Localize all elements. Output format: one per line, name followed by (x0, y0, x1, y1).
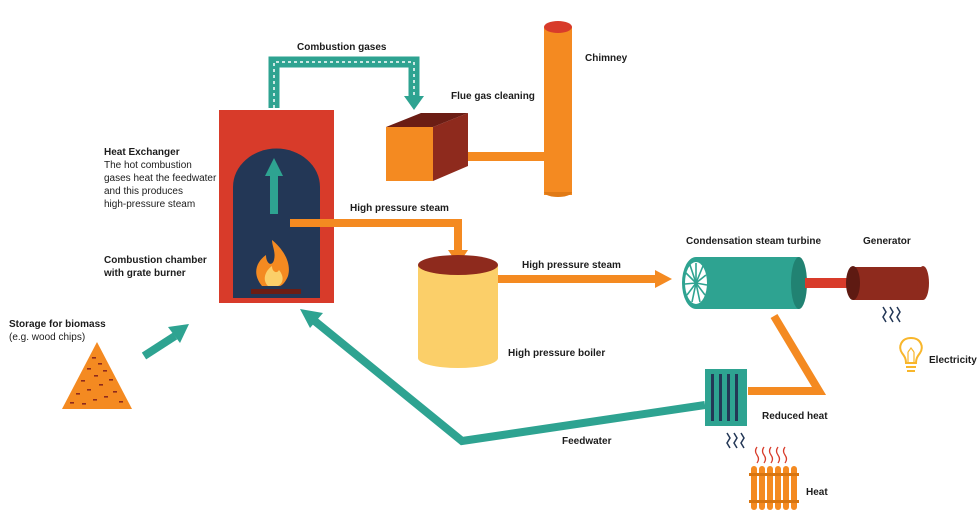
generator (846, 266, 929, 300)
chimney (544, 21, 572, 197)
high-pressure-steam-label-1: High pressure steam (350, 203, 449, 214)
feedwater-label: Feedwater (562, 436, 612, 447)
heat-exchanger-desc-line: gases heat the feedwater (104, 173, 217, 184)
light-bulb-icon (899, 336, 923, 372)
heat-wave-icon (726, 432, 745, 449)
flue-gas-cleaning-box (386, 113, 468, 181)
reduced-heat-label: Reduced heat (762, 411, 828, 422)
flue-gas-cleaning-label: Flue gas cleaning (451, 91, 535, 102)
storage-title-label: Storage for biomass (9, 319, 106, 330)
biomass-pile-icon (62, 342, 132, 409)
flue-to-chimney-pipe (468, 152, 546, 161)
generator-label: Generator (863, 236, 911, 247)
high-pressure-steam-label-2: High pressure steam (522, 260, 621, 271)
reduced-heat-pipe (748, 313, 827, 395)
feedwater-line (300, 309, 706, 446)
chimney-label: Chimney (585, 53, 628, 64)
biomass-feed-arrow (141, 324, 189, 360)
heat-exchanger-desc-line: and this produces (104, 186, 183, 197)
heat-exchanger-desc-line: The hot combustion (104, 160, 192, 171)
heat-label: Heat (806, 487, 828, 498)
electricity-label: Electricity (929, 355, 977, 366)
high-pressure-boiler (418, 255, 498, 368)
flame-icon (256, 240, 289, 286)
steam-pipe-to-turbine (498, 270, 672, 288)
combustion-gases-duct (268, 56, 424, 110)
heat-exchanger-desc-line: high-pressure steam (104, 199, 196, 210)
combustion-chamber-label: Combustion chamber (104, 255, 207, 266)
storage-sub-label: (e.g. wood chips) (9, 332, 86, 343)
condensation-steam-turbine (682, 257, 807, 309)
turbine-shaft (805, 278, 849, 288)
condensation-turbine-label: Condensation steam turbine (686, 236, 822, 247)
heat-exchanger-title: Heat Exchanger (104, 147, 180, 158)
combustion-gases-label: Combustion gases (297, 42, 387, 53)
combustion-chamber-label: with grate burner (104, 268, 186, 279)
high-pressure-boiler-label: High pressure boiler (508, 348, 606, 359)
condenser-heat-exchanger (705, 369, 747, 426)
radiator-icon (749, 446, 799, 510)
heat-wave-icon (882, 306, 901, 323)
